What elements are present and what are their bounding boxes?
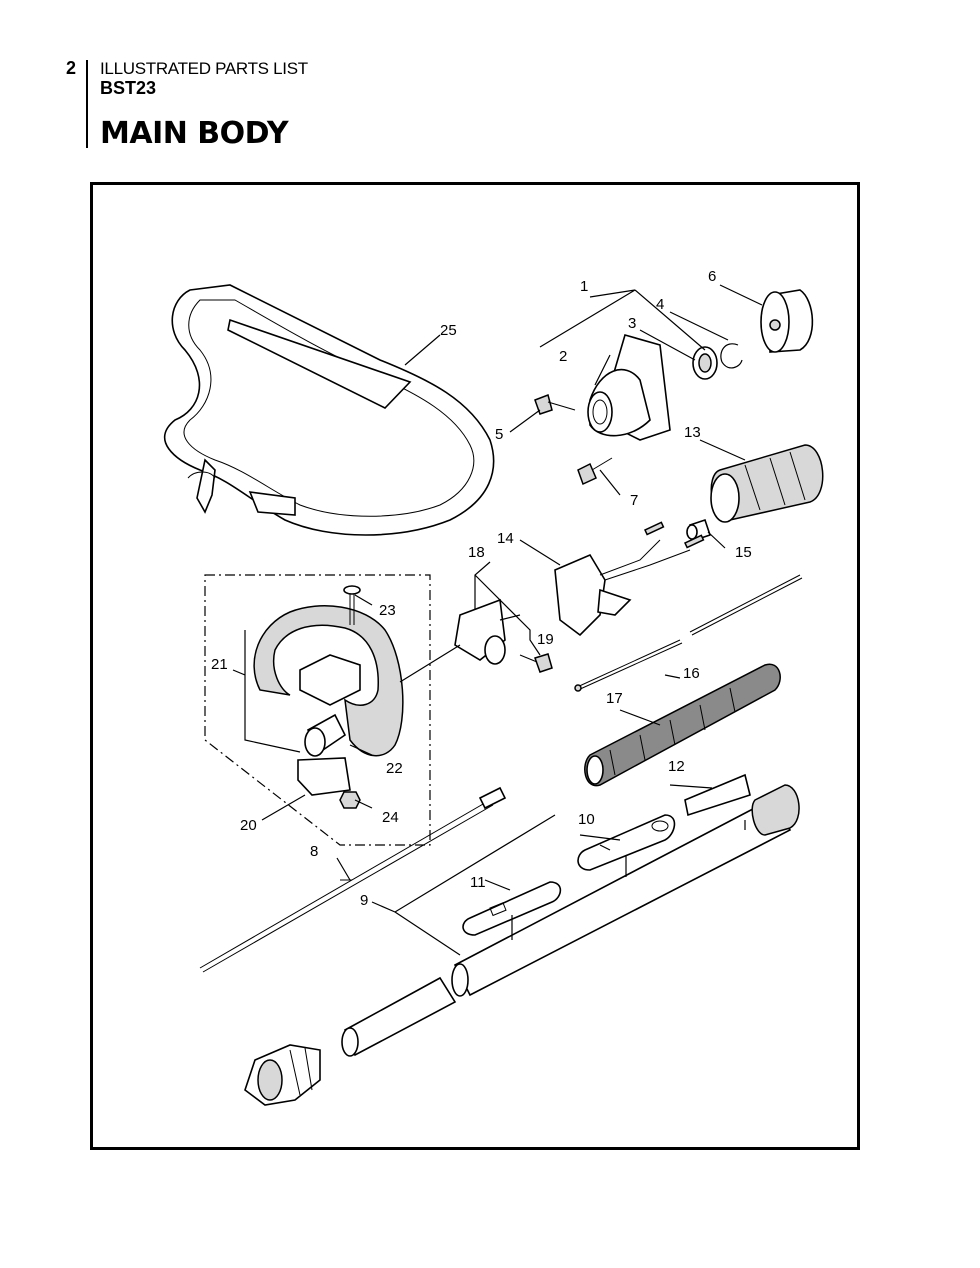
warning-label-drawing xyxy=(684,773,751,817)
callout-13: 13 xyxy=(684,424,701,441)
document-title: ILLUSTRATED PARTS LIST xyxy=(100,59,308,78)
callout-1: 1 xyxy=(580,278,588,295)
harness-strap-drawing xyxy=(163,284,495,536)
callout-20: 20 xyxy=(240,817,257,834)
drive-shaft-drawing xyxy=(199,786,507,973)
callout-25: 25 xyxy=(440,322,457,339)
callout-2: 2 xyxy=(559,348,567,365)
grip-drawing xyxy=(710,444,824,523)
diagram-frame xyxy=(90,182,860,1150)
callout-8: 8 xyxy=(310,843,318,860)
handle-loop-drawing xyxy=(253,605,404,757)
callout-9: 9 xyxy=(360,892,368,909)
page-number: 2 xyxy=(66,58,77,78)
callout-4: 4 xyxy=(656,296,664,313)
sleeve-drawing xyxy=(686,518,712,542)
snap-ring-drawing xyxy=(720,343,743,369)
callout-21: 21 xyxy=(211,656,228,673)
callout-14: 14 xyxy=(497,530,514,547)
gear-head-drawing xyxy=(244,1044,321,1106)
clamp-drawing xyxy=(454,598,506,665)
main-tube-drawing xyxy=(341,784,800,1057)
callout-15: 15 xyxy=(735,544,752,561)
bearing-drawing xyxy=(692,346,718,380)
callout-labels: 1 2 3 4 5 6 7 8 9 10 11 12 13 14 15 16 1… xyxy=(211,268,752,909)
callout-22: 22 xyxy=(386,760,403,777)
callout-12: 12 xyxy=(668,758,685,775)
callout-3: 3 xyxy=(628,315,636,332)
bolt-drawings xyxy=(534,394,613,486)
callout-24: 24 xyxy=(382,809,399,826)
leader-lines xyxy=(232,284,763,956)
drum-drawing xyxy=(760,289,814,353)
handle-screw-drawing xyxy=(339,585,361,809)
throttle-cable-drawing xyxy=(574,574,803,692)
callout-18: 18 xyxy=(468,544,485,561)
callout-23: 23 xyxy=(379,602,396,619)
model-number: BST23 xyxy=(100,78,157,98)
callout-17: 17 xyxy=(606,690,623,707)
callout-6: 6 xyxy=(708,268,716,285)
header-divider xyxy=(86,60,88,148)
callout-5: 5 xyxy=(495,426,503,443)
callout-19: 19 xyxy=(537,631,554,648)
clamp-screw-drawing xyxy=(519,653,553,673)
callout-10: 10 xyxy=(578,811,595,828)
lower-clamp-drawing xyxy=(297,757,351,796)
handle-assembly-box xyxy=(204,574,431,846)
callout-11: 11 xyxy=(470,874,486,891)
callout-7: 7 xyxy=(630,492,638,509)
throttle-housing-drawing xyxy=(554,521,705,637)
section-title: MAIN BODY xyxy=(100,116,289,151)
callout-16: 16 xyxy=(683,665,700,682)
housing-flange-drawing xyxy=(587,334,671,441)
decal-drawings xyxy=(462,814,676,936)
corrugated-tube-drawing xyxy=(584,663,781,787)
